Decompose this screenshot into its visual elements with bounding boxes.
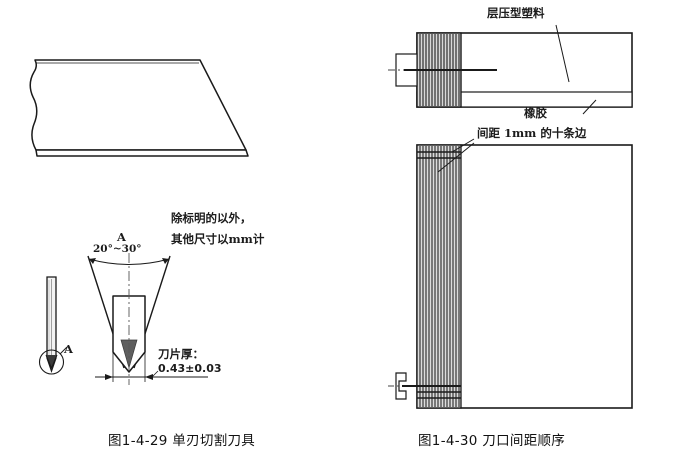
blade-thickness-label: 刀片厚： — [158, 347, 204, 361]
blade-side-view — [38, 276, 68, 375]
holder-lower-view — [388, 138, 633, 409]
detail-mark-a-top: A — [117, 230, 126, 244]
figure-caption-right: 图1-4-30 刀口间距顺序 — [418, 433, 566, 449]
note-line-1: 除标明的以外， — [171, 211, 252, 225]
blade-angle-label: 20°~30° — [93, 243, 142, 255]
edge-spacing-label: 间距 1mm 的十条边 — [477, 126, 587, 140]
detail-a-blade-tip — [87, 253, 208, 385]
rubber-label: 橡胶 — [524, 106, 547, 120]
blade-blank-outline — [29, 59, 249, 157]
detail-mark-a-side: A — [64, 342, 73, 356]
blade-thickness-value: 0.43±0.03 — [158, 362, 222, 375]
holder-upper-view — [388, 24, 633, 115]
figure-caption-left: 图1-4-29 单刃切割刀具 — [108, 433, 256, 449]
note-line-2: 其他尺寸以mm计 — [171, 232, 265, 246]
laminated-plastic-label: 层压型塑料 — [487, 6, 545, 20]
